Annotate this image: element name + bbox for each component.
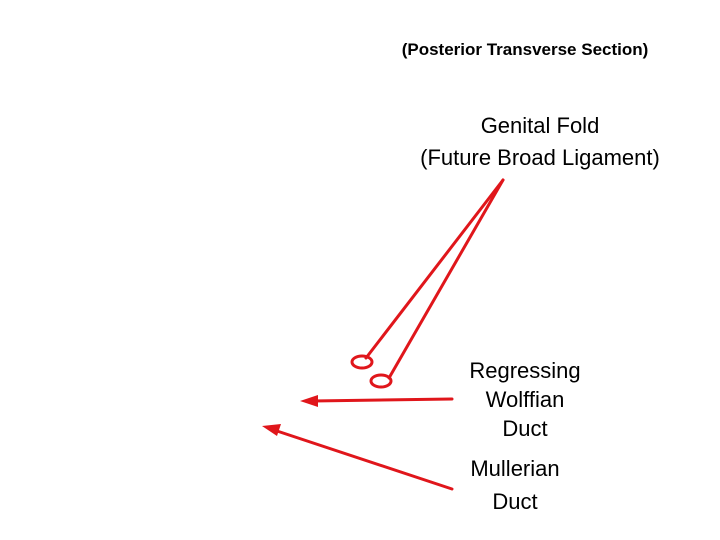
- mullerian-label-line1: Mullerian: [470, 456, 560, 481]
- wolffian-label-line2: Wolffian: [485, 387, 565, 412]
- mullerian-duct-label: Mullerian Duct: [420, 452, 610, 518]
- mullerian-arrowhead-icon: [262, 424, 281, 436]
- wolffian-label-line1: Regressing: [469, 358, 581, 383]
- genital-fold-label-line1: Genital Fold: [480, 113, 600, 138]
- genital-fold-line-right: [387, 178, 505, 380]
- genital-fold-label: Genital Fold (Future Broad Ligament): [370, 110, 710, 174]
- wolffian-label-line3: Duct: [502, 416, 548, 441]
- section-subtitle: (Posterior Transverse Section): [401, 40, 649, 59]
- mullerian-label-line2: Duct: [492, 489, 538, 514]
- genital-fold-line-left: [364, 178, 505, 360]
- wolffian-duct-circle: [369, 373, 393, 389]
- wolffian-arrowhead-icon: [300, 395, 318, 407]
- genital-fold-label-line2: (Future Broad Ligament): [420, 145, 660, 170]
- wolffian-pointer-shaft: [310, 397, 454, 403]
- mullerian-pointer-shaft: [272, 428, 454, 491]
- mullerian-duct-circle: [350, 354, 374, 370]
- wolffian-duct-label: Regressing Wolffian Duct: [430, 356, 620, 443]
